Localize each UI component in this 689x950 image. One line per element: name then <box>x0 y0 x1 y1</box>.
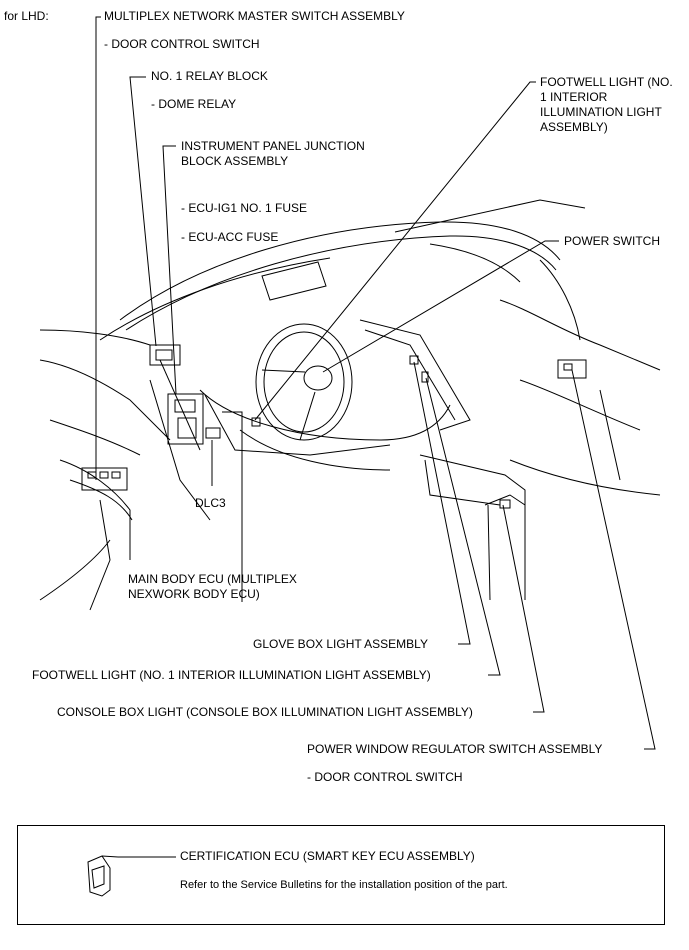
relay-block-part <box>149 344 181 366</box>
console-box-light-label: CONSOLE BOX LIGHT (CONSOLE BOX ILLUMINAT… <box>57 705 473 719</box>
relay-block-label: NO. 1 RELAY BLOCK <box>151 69 268 83</box>
relay-block-sub-label: - DOME RELAY <box>151 97 237 111</box>
master-switch-part <box>81 467 128 491</box>
master-switch-label: MULTIPLEX NETWORK MASTER SWITCH ASSEMBLY <box>104 9 405 23</box>
junction-block-label: INSTRUMENT PANEL JUNCTION BLOCK ASSEMBLY <box>181 139 365 168</box>
dlc3-label: DLC3 <box>195 496 226 510</box>
page-title: for LHD: <box>4 9 49 23</box>
junction-block-fuse2-label: - ECU-ACC FUSE <box>181 230 279 244</box>
dlc3-part <box>205 427 221 439</box>
center-console <box>419 454 526 601</box>
junction-block-part <box>167 393 204 445</box>
legend-box: CERTIFICATION ECU (SMART KEY ECU ASSEMBL… <box>17 825 665 925</box>
master-switch-sub-label: - DOOR CONTROL SWITCH <box>104 37 260 51</box>
right-switch-part <box>557 359 587 379</box>
certification-ecu-label: CERTIFICATION ECU (SMART KEY ECU ASSEMBL… <box>180 849 475 863</box>
footwell-light-top-label: FOOTWELL LIGHT (NO. 1 INTERIOR ILLUMINAT… <box>540 75 673 134</box>
certification-ecu-icon <box>87 855 119 897</box>
power-window-switch-sub-label: - DOOR CONTROL SWITCH <box>307 770 463 784</box>
power-switch-label: POWER SWITCH <box>564 234 660 248</box>
glove-box-light-label: GLOVE BOX LIGHT ASSEMBLY <box>253 637 428 651</box>
leader-lines <box>95 16 656 750</box>
main-body-ecu-label: MAIN BODY ECU (MULTIPLEX NEXWORK BODY EC… <box>128 572 297 601</box>
small-light-parts <box>251 355 511 509</box>
steering-wheel <box>255 323 353 441</box>
legend-note: Refer to the Service Bulletins for the i… <box>180 879 508 891</box>
right-door <box>499 259 661 496</box>
dashboard-outline <box>99 199 586 471</box>
junction-block-fuse1-label: - ECU-IG1 NO. 1 FUSE <box>181 201 308 215</box>
left-door <box>39 329 211 611</box>
footwell-light-bottom-label: FOOTWELL LIGHT (NO. 1 INTERIOR ILLUMINAT… <box>32 668 431 682</box>
power-window-switch-label: POWER WINDOW REGULATOR SWITCH ASSEMBLY <box>307 742 603 756</box>
